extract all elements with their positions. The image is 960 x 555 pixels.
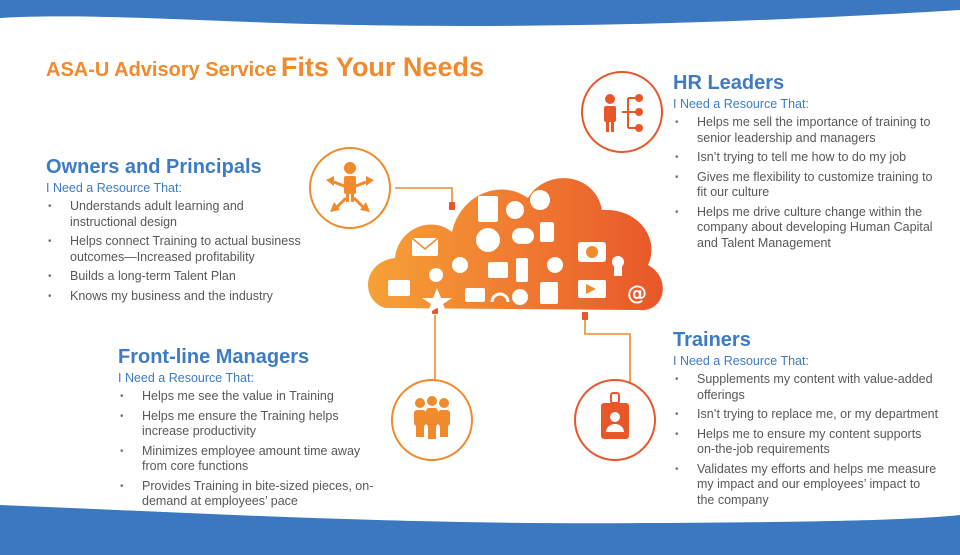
trainers-circle	[574, 379, 656, 461]
managers-heading: Front-line Managers	[118, 346, 310, 368]
person-arrows-icon	[326, 162, 374, 212]
list-item: Isn’t trying to tell me how to do my job	[673, 150, 941, 166]
list-item: Helps me ensure the Training helps incre…	[118, 409, 386, 440]
org-chart-icon	[604, 94, 643, 132]
hr-circle	[581, 71, 663, 153]
list-item: Helps me see the value in Training	[118, 389, 386, 405]
id-badge-icon	[601, 392, 629, 439]
title-emphasis: Fits Your Needs	[280, 52, 484, 82]
list-item: Gives me flexibility to customize traini…	[673, 170, 941, 201]
list-item: Helps me sell the importance of training…	[673, 115, 941, 146]
cloud-media-symbols: @	[388, 190, 647, 314]
list-item: Understands adult learning and instructi…	[46, 199, 306, 230]
hr-section: HR Leaders I Need a Resource That: Helps…	[673, 72, 941, 255]
owners-subheading: I Need a Resource That:	[46, 181, 182, 195]
page-title: ASA-U Advisory Service Fits Your Needs	[46, 52, 484, 83]
top-wave-band	[0, 0, 960, 26]
owners-section: Owners and Principals I Need a Resource …	[46, 156, 306, 308]
list-item: Builds a long-term Talent Plan	[46, 269, 306, 285]
list-item: Provides Training in bite-sized pieces, …	[118, 479, 386, 510]
list-item: Helps me drive culture change within the…	[673, 205, 941, 252]
hr-heading: HR Leaders	[673, 72, 785, 94]
bottom-wave-band	[0, 505, 960, 555]
svg-text:@: @	[627, 281, 647, 305]
trainers-list: Supplements my content with value-added …	[673, 372, 941, 508]
managers-section: Front-line Managers I Need a Resource Th…	[118, 346, 386, 514]
list-item: Helps connect Training to actual busines…	[46, 234, 306, 265]
managers-circle	[391, 379, 473, 461]
hr-subheading: I Need a Resource That:	[673, 97, 809, 111]
title-prefix: ASA-U Advisory Service	[46, 59, 277, 81]
list-item: Validates my efforts and helps me measur…	[673, 462, 941, 509]
list-item: Helps me to ensure my content supports o…	[673, 427, 941, 458]
owners-circle	[309, 147, 391, 229]
trainers-subheading: I Need a Resource That:	[673, 354, 809, 368]
list-item: Supplements my content with value-added …	[673, 372, 941, 403]
owners-list: Understands adult learning and instructi…	[46, 199, 306, 304]
list-item: Isn’t trying to replace me, or my depart…	[673, 407, 941, 423]
team-icon	[414, 396, 450, 439]
list-item: Knows my business and the industry	[46, 289, 306, 305]
managers-list: Helps me see the value in Training Helps…	[118, 389, 386, 510]
managers-subheading: I Need a Resource That:	[118, 371, 254, 385]
hr-list: Helps me sell the importance of training…	[673, 115, 941, 251]
list-item: Minimizes employee amount time away from…	[118, 444, 386, 475]
media-cloud-icon: @	[368, 178, 663, 314]
trainers-heading: Trainers	[673, 329, 751, 351]
trainers-section: Trainers I Need a Resource That: Supplem…	[673, 329, 941, 512]
owners-heading: Owners and Principals	[46, 156, 262, 178]
